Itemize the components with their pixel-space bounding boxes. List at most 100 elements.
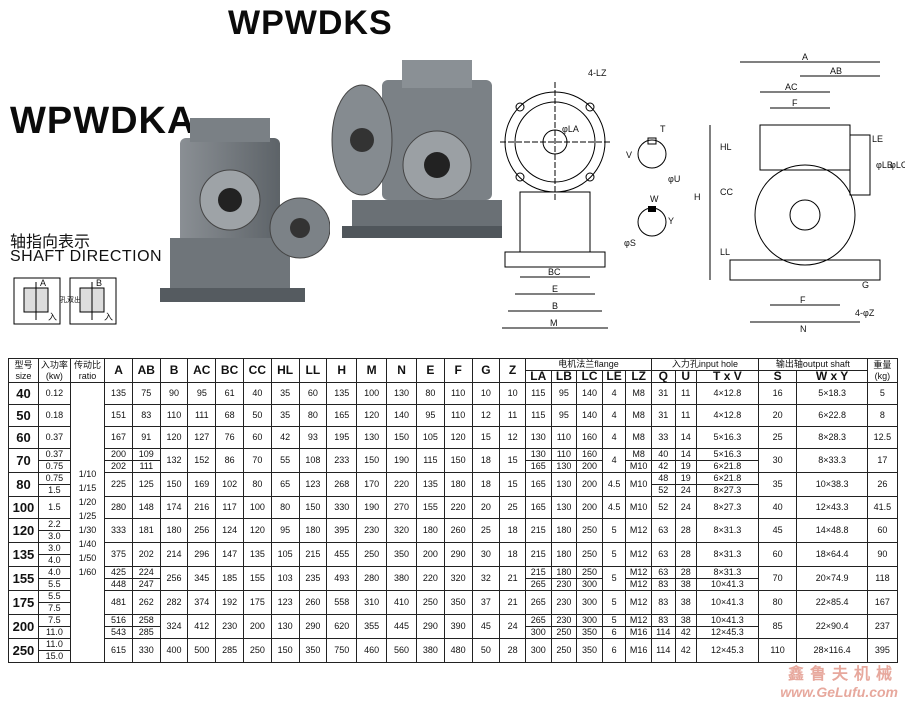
cell-a: 280: [104, 496, 133, 519]
cell-wxy: 12×43.3: [796, 496, 868, 519]
cell-f: 480: [443, 638, 473, 663]
cell-ac: 412: [187, 614, 217, 639]
dim-4lz: 4-LZ: [588, 68, 607, 78]
cell-f: 290: [443, 542, 473, 567]
cell-s: 16: [757, 382, 798, 405]
cell-ab: 75: [131, 382, 161, 405]
dim-e: E: [552, 284, 558, 294]
cell-kw: 0.75: [37, 472, 71, 485]
cell-q: 31: [651, 382, 676, 405]
label-in-b: 入: [104, 312, 113, 322]
cell-q: 52: [651, 496, 676, 519]
cell-u: 38: [674, 590, 697, 615]
cell-lz: M12: [625, 614, 653, 627]
cell-bc: 76: [215, 426, 244, 449]
cell-lc: 140: [576, 404, 603, 427]
cell-wxy: 28×116.4: [796, 638, 868, 663]
col-g: G: [471, 358, 501, 383]
label-double: 孔双出: [60, 295, 81, 304]
ratio-value: 1/10: [78, 468, 97, 479]
cell-a: 543: [104, 626, 133, 639]
cell-n: 380: [386, 566, 417, 591]
cell-wxy: 5×18.3: [796, 382, 868, 405]
cell-g: 37: [471, 590, 501, 615]
cell-e: 115: [415, 448, 445, 473]
cell-lb: 180: [550, 542, 578, 567]
cell-lz: M8: [625, 404, 653, 427]
cell-lb: 230: [550, 590, 578, 615]
cell-u: 42: [674, 626, 697, 639]
cell-le: 6: [601, 638, 627, 663]
col-ratio: 传动比 ratio: [69, 358, 106, 383]
cell-b: 256: [159, 566, 189, 591]
cell-lz: M8: [625, 448, 653, 461]
col-weight: 重量 (kg): [866, 358, 899, 383]
cell-txv: 8×27.3: [695, 484, 759, 497]
cell-a: 135: [104, 382, 133, 405]
cell-h: 620: [326, 614, 358, 639]
cell-z: 10: [499, 382, 526, 405]
cell-n: 350: [386, 542, 417, 567]
cell-ab: 125: [131, 472, 161, 497]
cell-size: 70: [8, 448, 39, 473]
cell-z: 28: [499, 638, 526, 663]
cell-a: 448: [104, 578, 133, 591]
dim-hl: HL: [720, 142, 732, 152]
cell-a: 151: [104, 404, 133, 427]
cell-size: 175: [8, 590, 39, 615]
cell-u: 11: [674, 382, 697, 405]
cell-s: 35: [757, 472, 798, 497]
side-view-drawing: A AB AC F H HL CC LL LE φLB φLC G F N 4-…: [694, 52, 905, 334]
cell-m: 170: [356, 472, 388, 497]
cell-hl: 95: [270, 518, 300, 543]
cell-z: 15: [499, 472, 526, 497]
col-txv: T x V: [695, 370, 759, 383]
cell-q: 48: [651, 472, 676, 485]
dim-s: φS: [624, 238, 636, 248]
cell-kg: 5: [866, 382, 899, 405]
cell-ab: 148: [131, 496, 161, 519]
cell-a: 425: [104, 566, 133, 579]
cell-size: 100: [8, 496, 39, 519]
cell-kw: 4.0: [37, 554, 71, 567]
cell-ll: 108: [298, 448, 328, 473]
cell-hl: 150: [270, 638, 300, 663]
cell-u: 14: [674, 426, 697, 449]
cell-bc: 86: [215, 448, 244, 473]
cell-b: 132: [159, 448, 189, 473]
cell-bc: 147: [215, 542, 244, 567]
cell-hl: 35: [270, 404, 300, 427]
cell-z: 25: [499, 496, 526, 519]
header-row-2: LA LB LC LE LZ Q U T x V S W x Y: [9, 370, 898, 383]
cell-cc: 50: [242, 404, 272, 427]
cell-b: 110: [159, 404, 189, 427]
shaft-direction-cn: 轴指向表示: [10, 234, 91, 251]
cell-m: 120: [356, 404, 388, 427]
cell-la: 300: [524, 638, 552, 663]
col-wxy: W x Y: [796, 370, 868, 383]
cell-kw: 5.5: [37, 578, 71, 591]
cell-q: 40: [651, 448, 676, 461]
cell-e: 80: [415, 382, 445, 405]
cell-h: 750: [326, 638, 358, 663]
model-title-wpwdka: WPWDKA: [10, 100, 196, 142]
cell-la: 265: [524, 578, 552, 591]
cell-txv: 6×21.8: [695, 472, 759, 485]
cell-lz: M12: [625, 518, 653, 543]
cell-ac: 374: [187, 590, 217, 615]
cell-b: 90: [159, 382, 189, 405]
cell-la: 215: [524, 518, 552, 543]
cell-h: 395: [326, 518, 358, 543]
cell-lb: 180: [550, 566, 578, 579]
cell-lc: 160: [576, 448, 603, 461]
cell-lc: 250: [576, 542, 603, 567]
cell-wxy: 14×48.8: [796, 518, 868, 543]
cell-e: 155: [415, 496, 445, 519]
cell-m: 355: [356, 614, 388, 639]
ratio-value: 1/15: [78, 482, 97, 493]
label-b: B: [96, 278, 102, 288]
